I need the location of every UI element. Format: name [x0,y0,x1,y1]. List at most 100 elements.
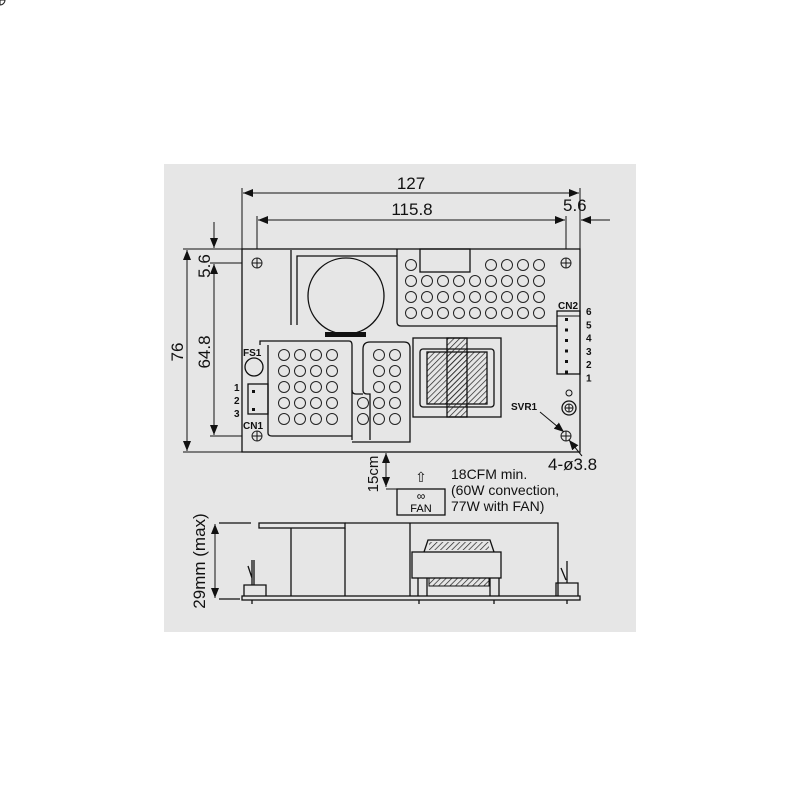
vent-hole [389,413,401,425]
vent-hole [517,259,529,271]
vent-hole [469,307,481,319]
dimension-hole-offset-top: 5.6 [195,222,218,278]
dimension-hole-offset-right: 5.6 [563,196,610,224]
vent-hole [357,397,369,409]
vent-hole [326,397,338,409]
vent-hole [278,365,290,377]
vent-hole [485,275,497,287]
vent-hole [501,291,513,303]
cn2-pin [565,339,568,342]
vent-hole [533,307,545,319]
fan-note: (60W convection, [451,482,559,498]
vent-hole [421,291,433,303]
vent-hole [310,397,322,409]
bracket [290,250,397,325]
vent-hole [357,413,369,425]
vent-hole [421,275,433,287]
fuse [244,357,264,377]
heatsink-middle [352,341,411,443]
cn2-pin-number: 4 [586,334,592,345]
vent-hole [501,275,513,287]
vent-hole [326,381,338,393]
pcb-board-top [241,248,581,453]
heatsink-vents [278,259,545,425]
dimension-side-height: 29mm (max) [190,513,219,609]
vent-hole [405,259,417,271]
dimension-hole-spacing-y: 64.8 [195,264,218,435]
vent-hole [294,365,306,377]
vent-hole [389,349,401,361]
vent-hole [294,397,306,409]
vent-hole [278,413,290,425]
vent-hole [453,275,465,287]
vent-hole [310,413,322,425]
svg-text:3: 3 [234,409,240,420]
svg-text:76: 76 [168,343,187,362]
cn2-pin-number: 3 [586,347,592,358]
vent-hole [294,349,306,361]
fan-icon: ∞ [417,489,426,503]
svg-text:CN1: CN1 [243,421,263,432]
vent-hole [501,259,513,271]
cn2-pin-number: 6 [586,307,592,318]
transformer [412,337,502,418]
heatsink-left [259,340,353,440]
vent-hole [485,291,497,303]
dimension-height-overall: 76 [168,250,191,451]
vent-hole [326,365,338,377]
vent-hole [310,349,322,361]
cn2-pin [565,360,568,363]
svg-text:FAN: FAN [410,503,431,515]
cn2-pin [565,370,568,374]
svg-text:29mm (max): 29mm (max) [190,513,209,608]
svg-text:5.6: 5.6 [195,254,214,278]
cn2-pin [565,328,568,332]
fan-note: 77W with FAN) [451,498,544,514]
vent-hole [469,275,481,287]
vent-hole [421,307,433,319]
vent-hole [373,413,385,425]
fan-clearance: 15cm [365,453,397,492]
connector-cn1: 1 2 3 CN1 [234,383,269,432]
fan-note: 18CFM min. [451,466,527,482]
vent-hole [373,381,385,393]
svg-text:CN2: CN2 [558,301,578,312]
svg-text:15cm: 15cm [365,456,382,493]
cn2-pin [565,349,568,353]
svg-text:SVR1: SVR1 [511,402,538,413]
vent-hole [485,259,497,271]
vent-hole [389,397,401,409]
vent-hole [373,349,385,361]
vent-hole [405,275,417,287]
vent-hole [533,259,545,271]
svg-text:127: 127 [397,174,425,193]
vent-hole [405,291,417,303]
side-view [219,522,581,604]
mounting-hole-spec: 4-ø3.8 [548,455,597,474]
vent-hole [373,397,385,409]
svg-text:115.8: 115.8 [391,200,432,219]
vent-hole [469,291,481,303]
vent-hole [278,397,290,409]
heatsink-top-right [396,249,557,327]
cn2-pin-number: 2 [586,360,592,371]
vent-hole [533,275,545,287]
vent-hole [310,381,322,393]
fan-box: ∞ FAN [396,488,446,516]
vent-hole [533,291,545,303]
trimmer-svr1: SVR1 [511,389,583,457]
svg-text:2: 2 [234,396,240,407]
cn2-pin-number: 1 [586,374,592,385]
vent-hole [326,413,338,425]
vent-hole [485,307,497,319]
cn2-pin [565,318,568,321]
vent-hole [517,307,529,319]
vent-hole [437,291,449,303]
vent-hole [453,307,465,319]
svg-text:1: 1 [234,383,240,394]
svg-text:64.8: 64.8 [195,335,214,368]
vent-hole [310,365,322,377]
vent-hole [517,275,529,287]
